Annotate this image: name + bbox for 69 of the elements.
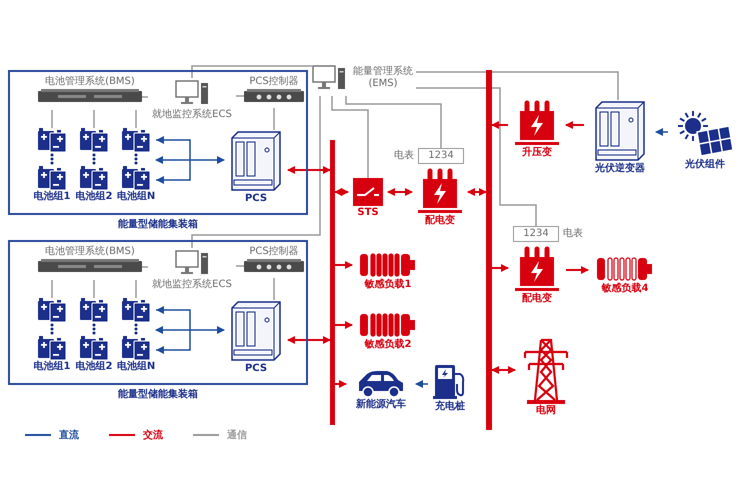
node-label: 能量管理系统 (EMS) (352, 66, 414, 90)
node-label: 光伏逆变器 (595, 163, 645, 175)
node-label: 敏感负载4 (602, 283, 648, 295)
connector-line (191, 96, 321, 248)
arrow (491, 121, 508, 129)
arrow (335, 380, 347, 388)
legend-label: 通信 (227, 428, 247, 442)
arrow (415, 380, 428, 388)
connector-line (236, 95, 244, 97)
node-label: 就地监控系统ECS (152, 279, 232, 291)
node-label: 电池组2 (76, 191, 112, 203)
node-label: STS (357, 207, 379, 219)
arrow (335, 321, 353, 329)
node-label: 电池组2 (76, 361, 112, 373)
connector-line (51, 110, 53, 128)
node-label: 光伏组件 (685, 159, 725, 171)
connector-line (142, 96, 148, 98)
node-label: 新能源汽车 (356, 399, 406, 411)
connector-line (416, 87, 537, 226)
connector-line (191, 65, 312, 78)
legend-label: 直流 (59, 428, 79, 442)
arrow (566, 266, 589, 274)
meter-label: 电表 (394, 150, 414, 162)
node-label: 电池组1 (34, 191, 70, 203)
arrow (387, 188, 413, 196)
arrow (467, 188, 487, 196)
node-label: 电池组N (116, 191, 156, 203)
connector-line (135, 110, 137, 128)
meter-display: 1234 (513, 226, 559, 242)
node-label: 电池组N (116, 361, 156, 373)
node-label: 电池组1 (34, 361, 70, 373)
connector-line (236, 265, 244, 267)
node-label: 敏感负载1 (364, 279, 412, 291)
arrow (287, 166, 331, 174)
node-label: 敏感负载2 (364, 339, 412, 351)
node-label: PCS (244, 193, 268, 205)
node-label: PCS (244, 363, 268, 375)
node-label: 升压变 (522, 147, 552, 159)
connector-line (51, 280, 53, 298)
arrow (334, 188, 349, 196)
arrow (565, 121, 584, 129)
arrow (335, 261, 353, 269)
connector-line (273, 108, 275, 130)
connector-line (345, 96, 442, 148)
container-label: 能量型储能集装箱 (117, 219, 199, 231)
node-label: 充电桩 (435, 401, 465, 413)
meter-display: 1234 (418, 148, 464, 164)
connector-line (93, 280, 95, 298)
connector-line (135, 280, 137, 298)
arrow (287, 336, 331, 344)
legend-label: 交流 (143, 428, 163, 442)
meter-label: 电表 (563, 228, 583, 240)
node-label: 配电变 (522, 293, 552, 305)
connector-line (142, 266, 148, 268)
node-label: 配电变 (425, 215, 455, 227)
node-label: 电池管理系统(BMS) (45, 76, 135, 88)
arrow (655, 128, 668, 136)
connector-line (93, 110, 95, 128)
node-label: PCS控制器 (249, 76, 299, 88)
container-label: 能量型储能集装箱 (117, 389, 199, 401)
node-label: 就地监控系统ECS (152, 109, 232, 121)
connector-line (273, 278, 275, 300)
node-label: PCS控制器 (249, 246, 299, 258)
arrow (491, 366, 516, 374)
arrow (492, 264, 509, 272)
node-label: 电池管理系统(BMS) (45, 246, 135, 258)
connector-line (331, 96, 369, 178)
node-label: 电网 (536, 405, 556, 417)
connector-line (416, 71, 619, 100)
